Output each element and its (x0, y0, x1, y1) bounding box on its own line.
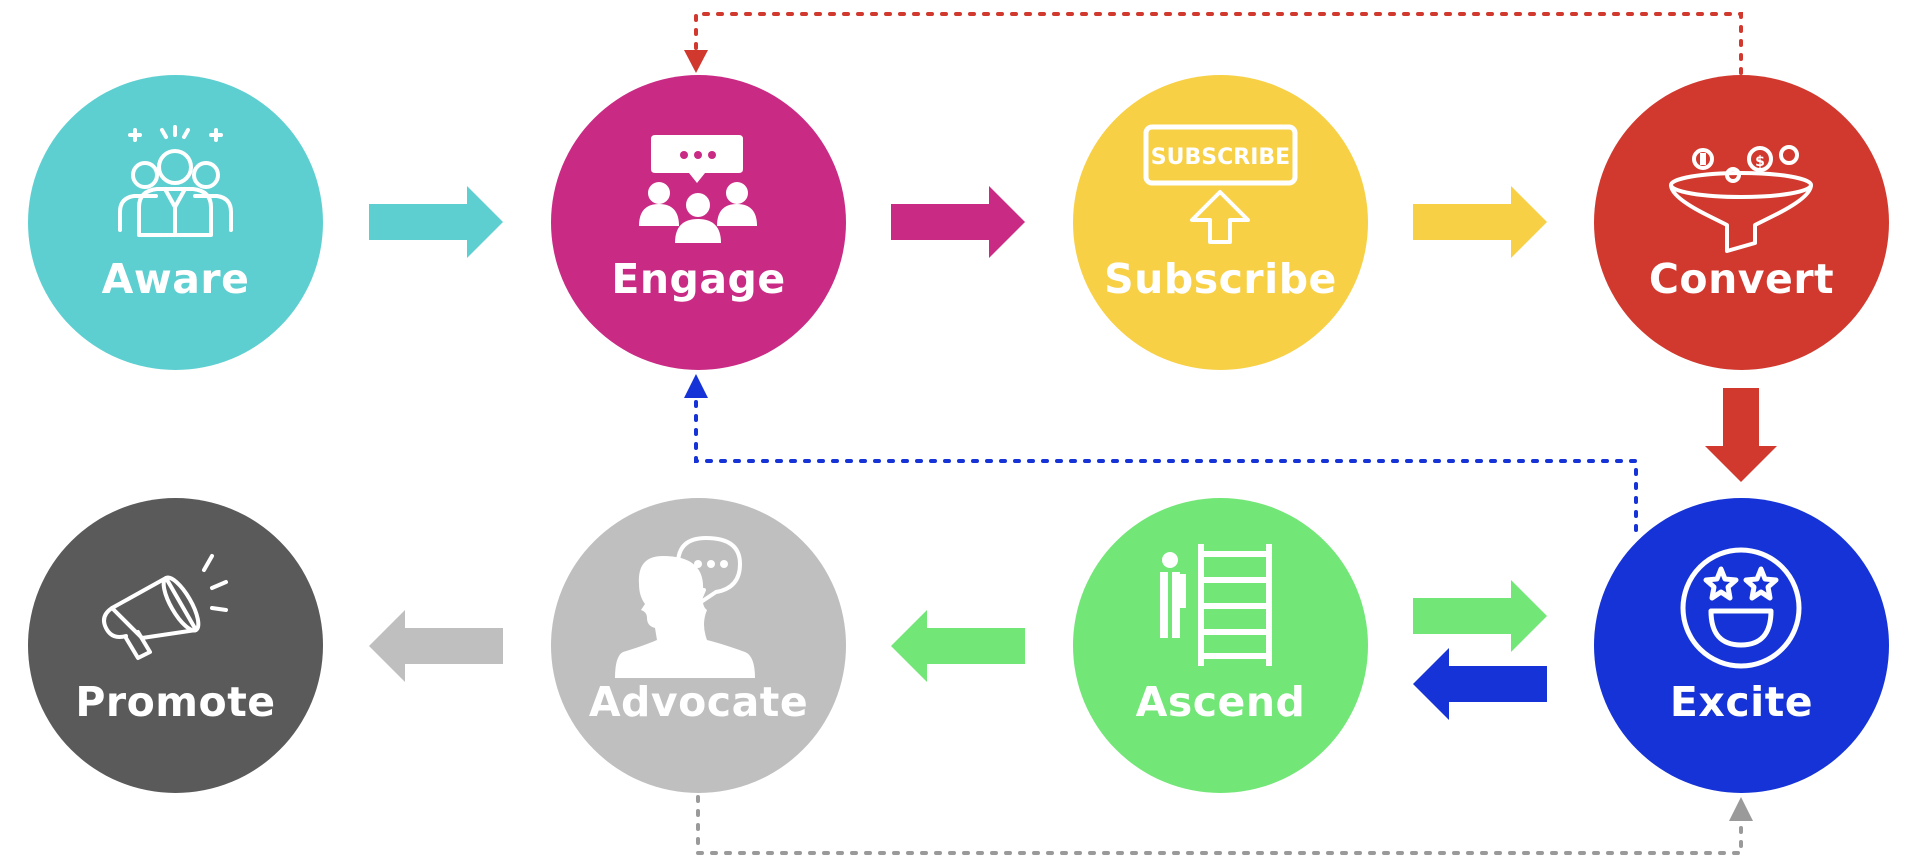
loop-convert-to-engage-arrowhead (684, 50, 708, 73)
ladder-icon (1160, 544, 1272, 666)
stage-promote: Promote (28, 498, 323, 793)
star-eyes-face-icon (1680, 547, 1802, 669)
arrow-ascend-to-excite (1413, 580, 1547, 652)
stage-engage: Engage (551, 75, 846, 370)
stage-label-engage: Engage (611, 255, 786, 303)
discussion-group-icon (639, 135, 757, 243)
arrow-advocate-to-promote (369, 610, 503, 682)
loop-convert-to-engage (694, 12, 1743, 75)
stage-advocate: Advocate (551, 498, 846, 793)
arrow-subscribe-to-convert (1413, 186, 1547, 258)
arrow-aware-to-engage (369, 186, 503, 258)
loop-advocate-to-excite-arrowhead (1729, 797, 1753, 821)
stage-label-advocate: Advocate (588, 678, 809, 726)
megaphone-icon (102, 554, 228, 660)
sales-funnel-icon: $ (1669, 145, 1813, 253)
stage-subscribe: SUBSCRIBE Subscribe (1073, 75, 1368, 370)
arrow-excite-to-ascend (1413, 648, 1547, 720)
stage-ascend: Ascend (1073, 498, 1368, 793)
speaking-person-icon (615, 536, 755, 678)
stage-aware: Aware (28, 75, 323, 370)
subscribe-icon-text: SUBSCRIBE (1151, 145, 1290, 170)
stage-label-ascend: Ascend (1135, 678, 1306, 726)
subscribe-button-icon: SUBSCRIBE (1143, 124, 1298, 244)
stage-label-aware: Aware (101, 255, 250, 303)
team-icon (118, 125, 233, 237)
stage-label-promote: Promote (75, 678, 276, 726)
loop-excite-to-engage-arrowhead (684, 374, 708, 398)
stage-label-convert: Convert (1648, 255, 1835, 303)
arrow-engage-to-subscribe (891, 186, 1025, 258)
loop-advocate-to-excite (696, 795, 1743, 855)
stage-label-subscribe: Subscribe (1104, 255, 1337, 303)
stage-label-excite: Excite (1669, 678, 1814, 726)
stage-excite: Excite (1594, 498, 1889, 793)
arrow-convert-to-excite (1705, 388, 1777, 482)
stage-convert: $ Convert (1594, 75, 1889, 370)
svg-text:$: $ (1755, 154, 1765, 170)
arrow-ascend-to-advocate (891, 610, 1025, 682)
